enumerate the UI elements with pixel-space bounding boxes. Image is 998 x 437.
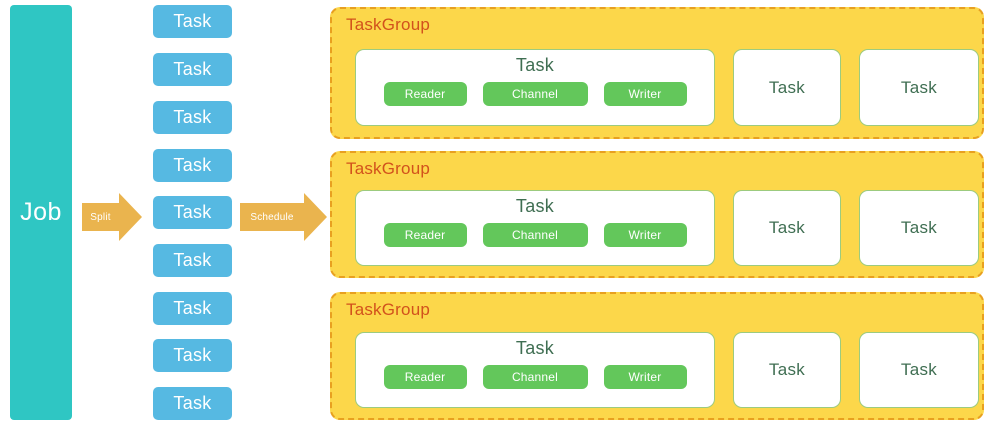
task-group-title: TaskGroup bbox=[346, 15, 431, 34]
job-bar: Job bbox=[10, 5, 72, 420]
split-arrow-head bbox=[119, 193, 142, 241]
task-group-title: TaskGroup bbox=[346, 159, 431, 178]
task-item-label: Task bbox=[173, 298, 212, 318]
task-item-label: Task bbox=[173, 345, 212, 365]
task-item: Task bbox=[153, 5, 232, 38]
detailed-task-title: Task bbox=[515, 338, 555, 358]
task-group-row: Task Reader Channel Writer Task Task bbox=[355, 332, 979, 408]
task-group: TaskGroup Task Reader Channel Writer Tas… bbox=[330, 151, 984, 278]
schedule-arrow-label: Schedule bbox=[250, 211, 294, 223]
job-label: Job bbox=[20, 198, 62, 226]
stage-row: Reader Channel Writer bbox=[383, 365, 687, 389]
task-item: Task bbox=[153, 101, 232, 134]
reader-stage: Reader bbox=[383, 82, 467, 106]
task-card: Task bbox=[859, 332, 979, 408]
task-card: Task bbox=[733, 332, 841, 408]
task-card-label: Task bbox=[768, 360, 806, 379]
channel-stage: Channel bbox=[482, 365, 588, 389]
task-item-label: Task bbox=[173, 202, 212, 222]
task-card: Task bbox=[733, 190, 841, 266]
split-arrow-label: Split bbox=[90, 211, 111, 223]
task-card: Task bbox=[859, 190, 979, 266]
detailed-task-title: Task bbox=[515, 55, 555, 75]
channel-stage: Channel bbox=[482, 223, 588, 247]
split-arrow: Split bbox=[82, 193, 142, 241]
task-card-label: Task bbox=[900, 360, 938, 379]
task-item-label: Task bbox=[173, 250, 212, 270]
task-item-label: Task bbox=[173, 59, 212, 79]
detailed-task-card: Task Reader Channel Writer bbox=[355, 49, 715, 126]
task-card: Task bbox=[733, 49, 841, 126]
task-item: Task bbox=[153, 53, 232, 86]
task-item-label: Task bbox=[173, 107, 212, 127]
task-card-label: Task bbox=[768, 77, 806, 97]
detailed-task-card: Task Reader Channel Writer bbox=[355, 332, 715, 408]
reader-stage: Reader bbox=[383, 365, 467, 389]
detailed-task-card: Task Reader Channel Writer bbox=[355, 190, 715, 266]
task-group-row: Task Reader Channel Writer Task Task bbox=[355, 190, 979, 266]
writer-stage: Writer bbox=[603, 223, 687, 247]
stage-row: Reader Channel Writer bbox=[383, 82, 687, 106]
task-item-label: Task bbox=[173, 155, 212, 175]
task-card-label: Task bbox=[768, 218, 806, 237]
task-item: Task bbox=[153, 292, 232, 325]
split-arrow-body: Split bbox=[82, 203, 119, 231]
task-card-label: Task bbox=[900, 218, 938, 237]
schedule-arrow-head bbox=[304, 193, 327, 241]
task-group: TaskGroup Task Reader Channel Writer Tas… bbox=[330, 7, 984, 139]
task-item: Task bbox=[153, 339, 232, 372]
task-group-row: Task Reader Channel Writer Task Task bbox=[355, 49, 979, 126]
task-card-label: Task bbox=[900, 77, 938, 97]
writer-stage: Writer bbox=[603, 365, 687, 389]
channel-stage: Channel bbox=[482, 82, 588, 106]
stage-row: Reader Channel Writer bbox=[383, 223, 687, 247]
task-group: TaskGroup Task Reader Channel Writer Tas… bbox=[330, 292, 984, 420]
task-item: Task bbox=[153, 196, 232, 229]
detailed-task-title: Task bbox=[515, 196, 555, 216]
reader-stage: Reader bbox=[383, 223, 467, 247]
task-list: Task Task Task Task Task Task Task Task … bbox=[153, 5, 232, 420]
schedule-arrow: Schedule bbox=[240, 193, 327, 241]
task-item-label: Task bbox=[173, 393, 212, 413]
task-item: Task bbox=[153, 149, 232, 182]
task-item: Task bbox=[153, 244, 232, 277]
task-item: Task bbox=[153, 387, 232, 420]
task-card: Task bbox=[859, 49, 979, 126]
task-group-title: TaskGroup bbox=[346, 300, 431, 319]
schedule-arrow-body: Schedule bbox=[240, 203, 304, 231]
task-item-label: Task bbox=[173, 11, 212, 31]
writer-stage: Writer bbox=[603, 82, 687, 106]
